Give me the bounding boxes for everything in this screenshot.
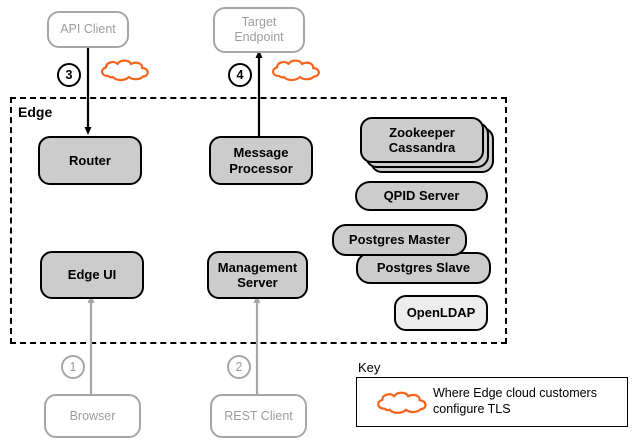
node-edge-ui[interactable]: Edge UI bbox=[40, 251, 144, 299]
node-postgres-master[interactable]: Postgres Master bbox=[332, 224, 467, 256]
key-cloud-icon bbox=[377, 391, 427, 414]
node-api-client-label: API Client bbox=[60, 22, 116, 37]
node-openldap-label: OpenLDAP bbox=[406, 305, 476, 321]
node-qpid-server[interactable]: QPID Server bbox=[355, 181, 488, 211]
node-target-endpoint-label-line1: Target bbox=[241, 15, 277, 30]
node-target-endpoint[interactable]: Target Endpoint bbox=[213, 7, 305, 53]
node-postgres-slave-label: Postgres Slave bbox=[376, 260, 471, 276]
flow-number-2: 2 bbox=[227, 355, 251, 379]
cloud-icon-tls-3 bbox=[101, 59, 149, 82]
flow-number-1-label: 1 bbox=[69, 360, 77, 374]
key-entry-text-line2: configure TLS bbox=[433, 402, 511, 417]
node-zookeeper-cassandra[interactable]: Zookeeper Cassandra bbox=[360, 117, 484, 163]
key-title: Key bbox=[358, 360, 381, 375]
flow-number-2-label: 2 bbox=[235, 360, 243, 374]
key-entry-text-line1: Where Edge cloud customers bbox=[433, 386, 597, 400]
node-management-server-label-line1: Management bbox=[217, 259, 298, 275]
node-rest-client[interactable]: REST Client bbox=[210, 394, 307, 438]
node-browser[interactable]: Browser bbox=[44, 394, 141, 438]
node-management-server[interactable]: Management Server bbox=[207, 251, 308, 299]
node-qpid-server-label: QPID Server bbox=[383, 188, 460, 204]
node-rest-client-label: REST Client bbox=[224, 408, 293, 423]
node-postgres-master-label: Postgres Master bbox=[348, 232, 451, 248]
node-management-server-label-line2: Server bbox=[237, 275, 278, 290]
node-browser-label: Browser bbox=[69, 408, 116, 423]
edge-boundary-label: Edge bbox=[18, 104, 53, 120]
node-router[interactable]: Router bbox=[38, 136, 142, 185]
flow-number-4: 4 bbox=[228, 63, 252, 87]
node-message-processor-label-line1: Message bbox=[233, 145, 289, 161]
node-cassandra-label: Cassandra bbox=[388, 140, 456, 155]
node-router-label: Router bbox=[69, 152, 111, 168]
node-edge-ui-label: Edge UI bbox=[67, 267, 117, 283]
key-entry-text: Where Edge cloud customers configure TLS bbox=[433, 385, 623, 418]
node-api-client[interactable]: API Client bbox=[47, 11, 129, 48]
flow-number-3-label: 3 bbox=[65, 68, 73, 82]
node-postgres-slave[interactable]: Postgres Slave bbox=[356, 252, 491, 284]
node-message-processor-label-line2: Processor bbox=[229, 160, 293, 176]
flow-number-1: 1 bbox=[61, 355, 85, 379]
node-target-endpoint-label-line2: Endpoint bbox=[234, 30, 284, 44]
node-message-processor[interactable]: Message Processor bbox=[209, 136, 313, 185]
cloud-icon-tls-4 bbox=[272, 59, 320, 82]
flow-number-4-label: 4 bbox=[236, 68, 244, 82]
flow-number-3: 3 bbox=[57, 63, 81, 87]
node-zookeeper-label: Zookeeper bbox=[389, 124, 455, 140]
node-openldap[interactable]: OpenLDAP bbox=[394, 295, 488, 331]
